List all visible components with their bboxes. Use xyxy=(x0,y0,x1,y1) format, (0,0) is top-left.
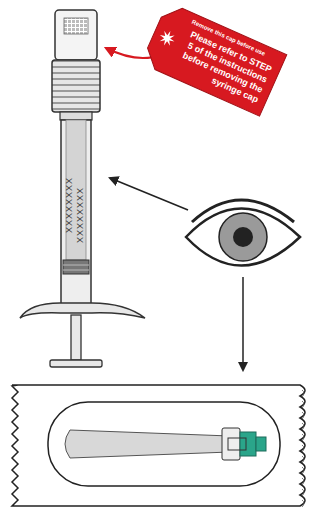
syringe-cap xyxy=(52,10,100,120)
finger-flange xyxy=(20,303,145,318)
barrel-print: XXXXXXXX xyxy=(75,187,85,243)
view-arrow xyxy=(110,178,188,210)
barrel-print: XXXXXXXX xyxy=(64,177,74,233)
eye-symbol xyxy=(186,200,300,266)
blister-pack xyxy=(12,385,305,507)
view-arrow xyxy=(242,277,244,370)
syringe-barrel xyxy=(61,120,91,305)
warning-tag: Remove this cap before usePlease refer t… xyxy=(141,2,287,116)
plunger-rod xyxy=(50,315,102,367)
